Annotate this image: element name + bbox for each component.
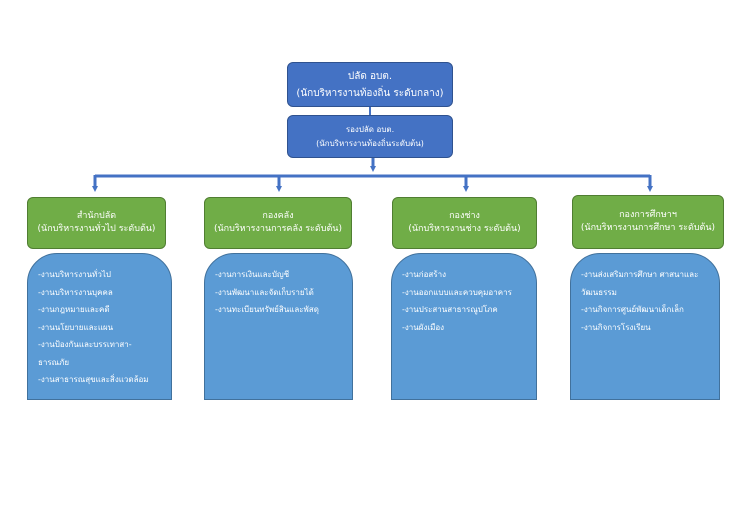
task-item: -งานส่งเสริมการศึกษา ศาสนาและ (581, 270, 699, 279)
task-list: -งานบริหารงานทั่วไป -งานบริหารงานบุคคล -… (38, 266, 163, 389)
division-header-office: สำนักปลัด (นักบริหารงานทั่วไป ระดับต้น) (27, 197, 166, 249)
task-list: -งานการเงินและบัญชี -งานพัฒนาและจัดเก็บร… (215, 266, 344, 319)
division-title: กองการศึกษาฯ (619, 210, 677, 220)
task-item: -งานป้องกันและบรรเทาสา- (38, 340, 132, 349)
division-header-education: กองการศึกษาฯ (นักบริหารงานการศึกษา ระดับ… (572, 195, 724, 249)
division-panel-office: -งานบริหารงานทั่วไป -งานบริหารงานบุคคล -… (27, 253, 172, 400)
division-subtitle: (นักบริหารงานช่าง ระดับต้น) (408, 224, 521, 234)
chief-administrator-box: ปลัด อบต. (นักบริหารงานท้องถิ่น ระดับกลา… (287, 62, 453, 107)
task-item: -งานบริหารงานทั่วไป (38, 270, 111, 279)
task-item: วัฒนธรรม (581, 287, 617, 297)
division-subtitle: (นักบริหารงานทั่วไป ระดับต้น) (37, 224, 156, 234)
task-item: -งานกฎหมายและคดี (38, 305, 110, 314)
task-list: -งานก่อสร้าง -งานออกแบบและควบคุมอาคาร -ง… (402, 266, 528, 336)
division-header-finance: กองคลัง (นักบริหารงานการคลัง ระดับต้น) (204, 197, 352, 249)
task-item: -งานกิจการโรงเรียน (581, 322, 651, 332)
division-panel-engineering: -งานก่อสร้าง -งานออกแบบและควบคุมอาคาร -ง… (391, 253, 537, 400)
task-item: -งานการเงินและบัญชี (215, 270, 290, 279)
division-title: สำนักปลัด (76, 211, 117, 221)
division-title: กองคลัง (262, 211, 294, 221)
task-item: -งานสาธารณสุขและสิ่งแวดล้อม (38, 375, 149, 384)
task-item: ธารณภัย (38, 357, 70, 367)
division-title: กองช่าง (449, 211, 480, 221)
task-item: -งานพัฒนาและจัดเก็บรายได้ (215, 287, 314, 297)
deputy-administrator-title: รองปลัด อบต. (345, 124, 395, 134)
chief-administrator-subtitle: (นักบริหารงานท้องถิ่น ระดับกลาง) (296, 87, 444, 99)
task-item: -งานบริหารงานบุคคล (38, 287, 113, 297)
task-item: -งานนโยบายและแผน (38, 322, 114, 332)
division-panel-finance: -งานการเงินและบัญชี -งานพัฒนาและจัดเก็บร… (204, 253, 353, 400)
task-list: -งานส่งเสริมการศึกษา ศาสนาและ วัฒนธรรม -… (581, 266, 711, 336)
division-panel-education: -งานส่งเสริมการศึกษา ศาสนาและ วัฒนธรรม -… (570, 253, 720, 400)
task-item: -งานทะเบียนทรัพย์สินและพัสดุ (215, 305, 319, 314)
division-header-engineering: กองช่าง (นักบริหารงานช่าง ระดับต้น) (392, 197, 537, 249)
deputy-administrator-subtitle: (นักบริหารงานท้องถิ่นระดับต้น) (316, 138, 424, 148)
task-item: -งานผังเมือง (402, 322, 445, 332)
division-subtitle: (นักบริหารงานการคลัง ระดับต้น) (214, 224, 342, 234)
task-item: -งานก่อสร้าง (402, 270, 446, 279)
task-item: -งานออกแบบและควบคุมอาคาร (402, 287, 512, 297)
deputy-administrator-box: รองปลัด อบต. (นักบริหารงานท้องถิ่นระดับต… (287, 115, 453, 158)
chief-administrator-title: ปลัด อบต. (347, 70, 393, 82)
task-item: -งานประสานสาธารณูปโภค (402, 305, 498, 314)
division-subtitle: (นักบริหารงานการศึกษา ระดับต้น) (580, 223, 716, 233)
task-item: -งานกิจการศูนย์พัฒนาเด็กเล็ก (581, 305, 684, 314)
